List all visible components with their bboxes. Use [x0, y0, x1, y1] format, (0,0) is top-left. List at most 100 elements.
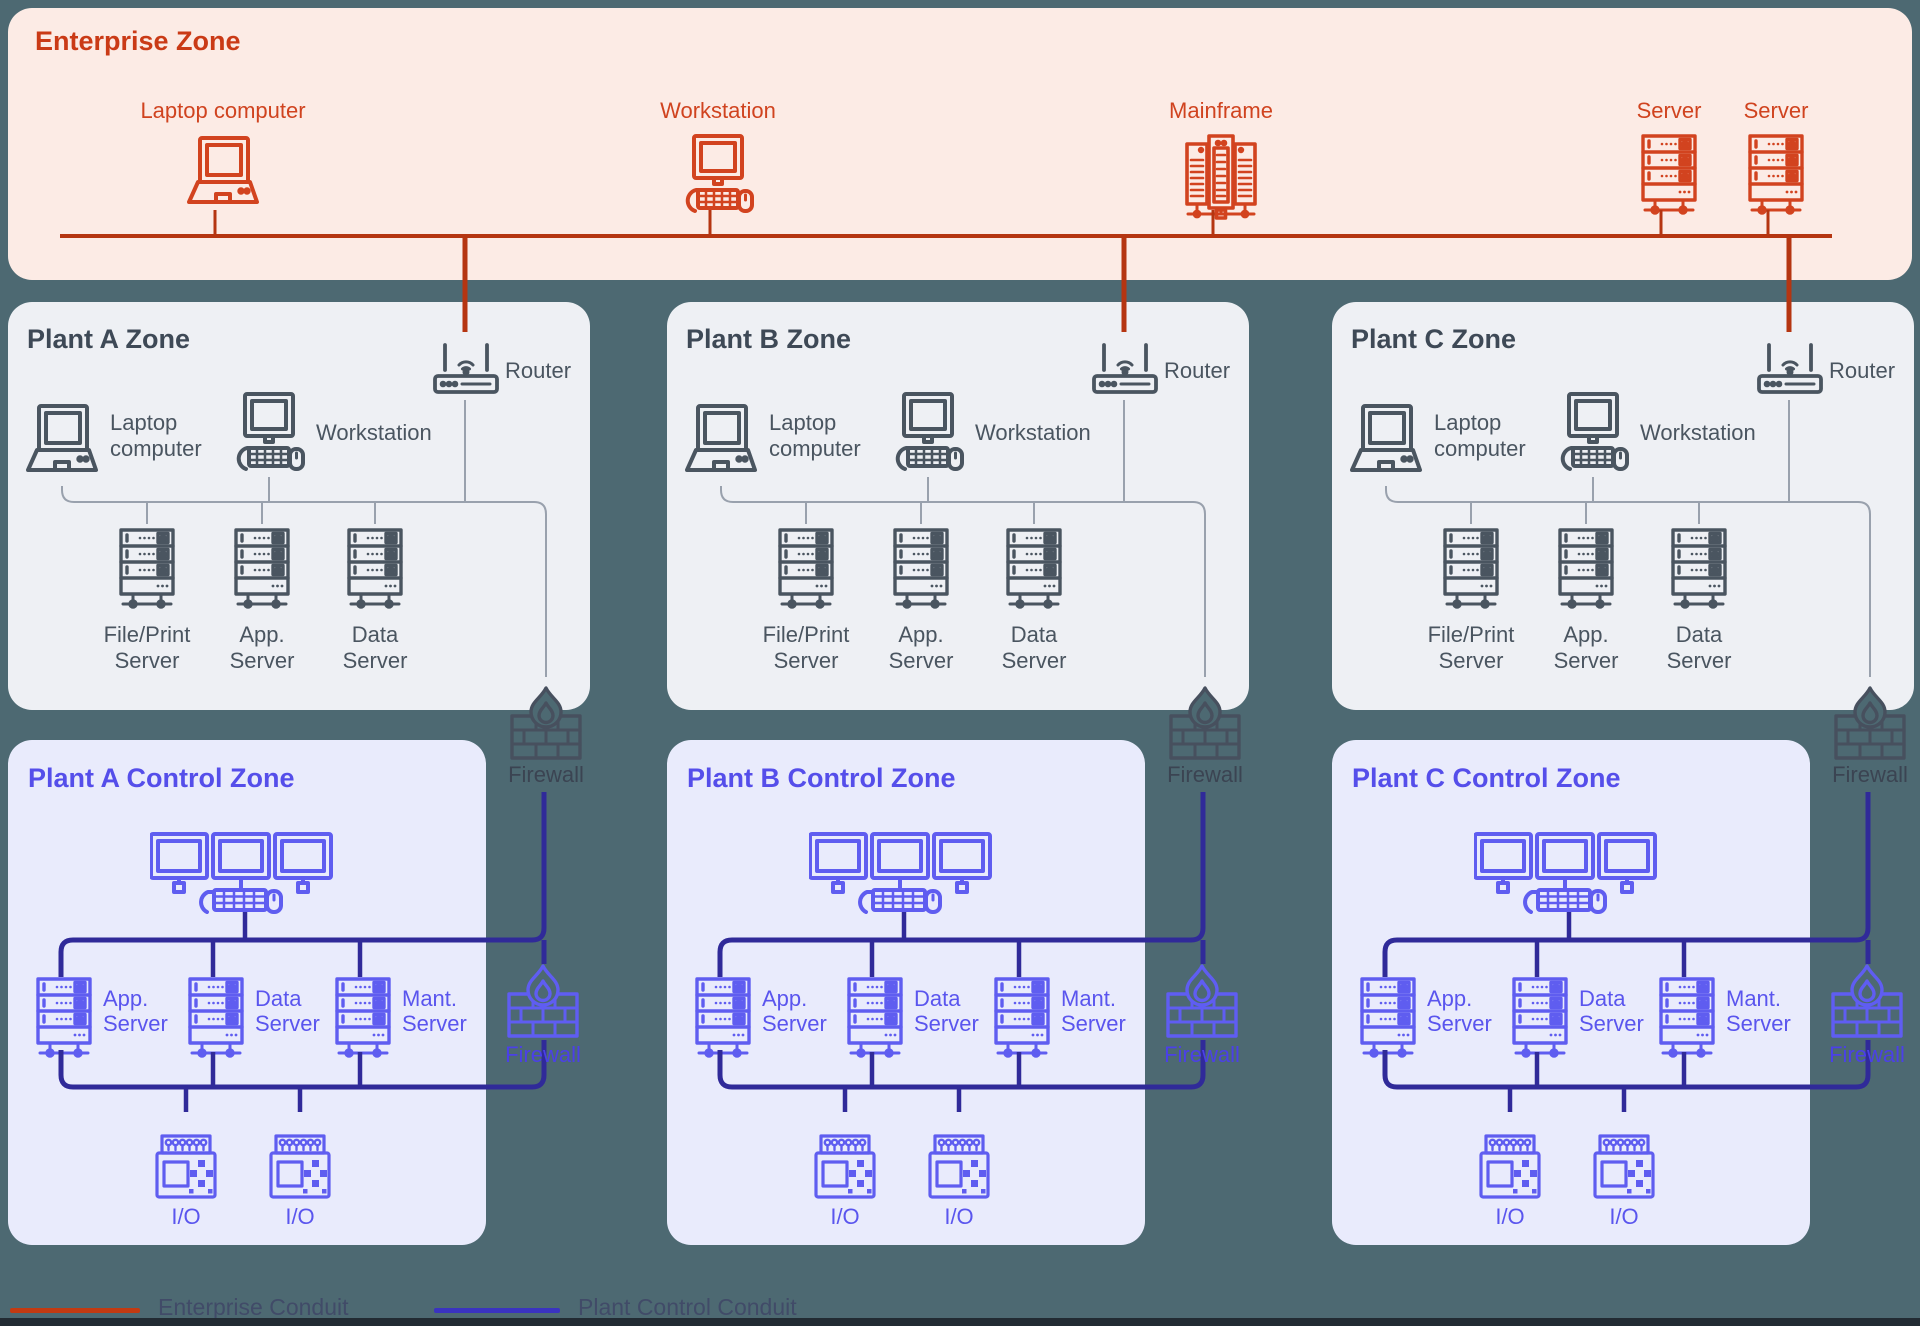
- firewall-icon: [1834, 686, 1906, 760]
- router-label: Router: [505, 358, 572, 383]
- data-server-icon: [187, 977, 245, 1061]
- plant-zone-title: Plant B Zone: [686, 324, 852, 354]
- file-print-server-icon: [118, 528, 176, 612]
- plant-zone: Plant C Zone Router Laptop computer Work…: [1332, 302, 1914, 710]
- hmi-operator-station-icon: [1474, 832, 1664, 914]
- enterprise-zone: Enterprise Zone Laptop computer Workstat…: [8, 8, 1912, 280]
- app-server-icon: [233, 528, 291, 612]
- firewall-label: Firewall: [1164, 1042, 1240, 1067]
- bottom-edge-strip: [0, 1318, 1920, 1326]
- workstation-icon: [1555, 392, 1631, 474]
- server-icon: [1640, 134, 1698, 218]
- mant-server-label: Mant.Server: [1726, 986, 1791, 1036]
- hmi-operator-station-icon: [809, 832, 999, 914]
- server-label: Server: [1636, 98, 1702, 123]
- laptop-icon: [184, 134, 262, 214]
- mant-server-icon: [334, 977, 392, 1061]
- enterprise-device-laptop: Laptop computer: [113, 98, 333, 214]
- plant-zone-title: Plant C Zone: [1351, 324, 1517, 354]
- io-module-icon: [814, 1134, 876, 1200]
- firewall-icon: [1831, 964, 1903, 1038]
- workstation-label: Workstation: [316, 420, 432, 445]
- enterprise-device-mainframe: Mainframe: [1111, 98, 1331, 220]
- router-label: Router: [1829, 358, 1896, 383]
- laptop-label: Laptop computer: [1434, 410, 1526, 461]
- enterprise-device-server-2: Server: [1666, 98, 1886, 218]
- app-server-icon: [35, 977, 93, 1061]
- app-server-icon: [694, 977, 752, 1061]
- control-zone-title: Plant A Control Zone: [28, 763, 295, 793]
- io-label: I/O: [830, 1204, 860, 1229]
- firewall-label: Firewall: [508, 762, 584, 787]
- data-server-icon: [846, 977, 904, 1061]
- plant-zone: Plant A Zone Router Laptop computer Work…: [8, 302, 590, 710]
- io-label: I/O: [285, 1204, 315, 1229]
- io-label: I/O: [1609, 1204, 1639, 1229]
- app-server-label: App.Server: [1427, 986, 1492, 1036]
- data-server-icon: [346, 528, 404, 612]
- control-zone-title: Plant C Control Zone: [1352, 763, 1621, 793]
- io-module-icon: [1593, 1134, 1655, 1200]
- enterprise-zone-title: Enterprise Zone: [35, 26, 241, 56]
- laptop-label: Laptop computer: [140, 98, 306, 123]
- laptop-label: Laptop computer: [769, 410, 861, 461]
- plant-control-conduit-swatch: [434, 1308, 560, 1313]
- workstation-label: Workstation: [1640, 420, 1756, 445]
- app-server-label: App.Server: [103, 986, 168, 1036]
- io-module-icon: [269, 1134, 331, 1200]
- router-icon: [1757, 338, 1823, 400]
- legend-enterprise-conduit-label: Enterprise Conduit: [158, 1294, 349, 1320]
- app-server-icon: [1557, 528, 1615, 612]
- io-label: I/O: [171, 1204, 201, 1229]
- firewall-label: Firewall: [1167, 762, 1243, 787]
- plant-zone: Plant B Zone Router Laptop computer Work…: [667, 302, 1249, 710]
- file-print-server-icon: [777, 528, 835, 612]
- firewall-label: Firewall: [1832, 762, 1908, 787]
- workstation-icon: [680, 134, 756, 216]
- server-label: Server: [1743, 98, 1809, 123]
- enterprise-device-server-1: Server: [1559, 98, 1779, 218]
- app-server-label: App.Server: [762, 986, 827, 1036]
- laptop-label: Laptop computer: [110, 410, 202, 461]
- router-icon: [1092, 338, 1158, 400]
- firewall-label: Firewall: [1829, 1042, 1905, 1067]
- io-label: I/O: [944, 1204, 974, 1229]
- mant-server-icon: [1658, 977, 1716, 1061]
- plant-zone-title: Plant A Zone: [27, 324, 191, 354]
- laptop-icon: [23, 402, 101, 482]
- mant-server-label: Mant.Server: [1061, 986, 1126, 1036]
- firewall-icon: [510, 686, 582, 760]
- firewall-icon: [507, 964, 579, 1038]
- laptop-icon: [682, 402, 760, 482]
- hmi-operator-station-icon: [150, 832, 340, 914]
- workstation-icon: [231, 392, 307, 474]
- router-icon: [433, 338, 499, 400]
- workstation-icon: [890, 392, 966, 474]
- workstation-label: Workstation: [660, 98, 776, 123]
- control-zone-title: Plant B Control Zone: [687, 763, 956, 793]
- app-server-icon: [892, 528, 950, 612]
- io-module-icon: [928, 1134, 990, 1200]
- file-print-server-icon: [1442, 528, 1500, 612]
- firewall-icon: [1166, 964, 1238, 1038]
- router-label: Router: [1164, 358, 1231, 383]
- app-server-icon: [1359, 977, 1417, 1061]
- mainframe-icon: [1180, 134, 1262, 220]
- data-server-icon: [1005, 528, 1063, 612]
- enterprise-conduit-swatch: [10, 1308, 140, 1313]
- firewall-icon: [1169, 686, 1241, 760]
- firewall-label: Firewall: [505, 1042, 581, 1067]
- mant-server-label: Mant.Server: [402, 986, 467, 1036]
- server-icon: [1747, 134, 1805, 218]
- data-server-icon: [1511, 977, 1569, 1061]
- workstation-label: Workstation: [975, 420, 1091, 445]
- io-module-icon: [1479, 1134, 1541, 1200]
- mainframe-label: Mainframe: [1169, 98, 1273, 123]
- mant-server-icon: [993, 977, 1051, 1061]
